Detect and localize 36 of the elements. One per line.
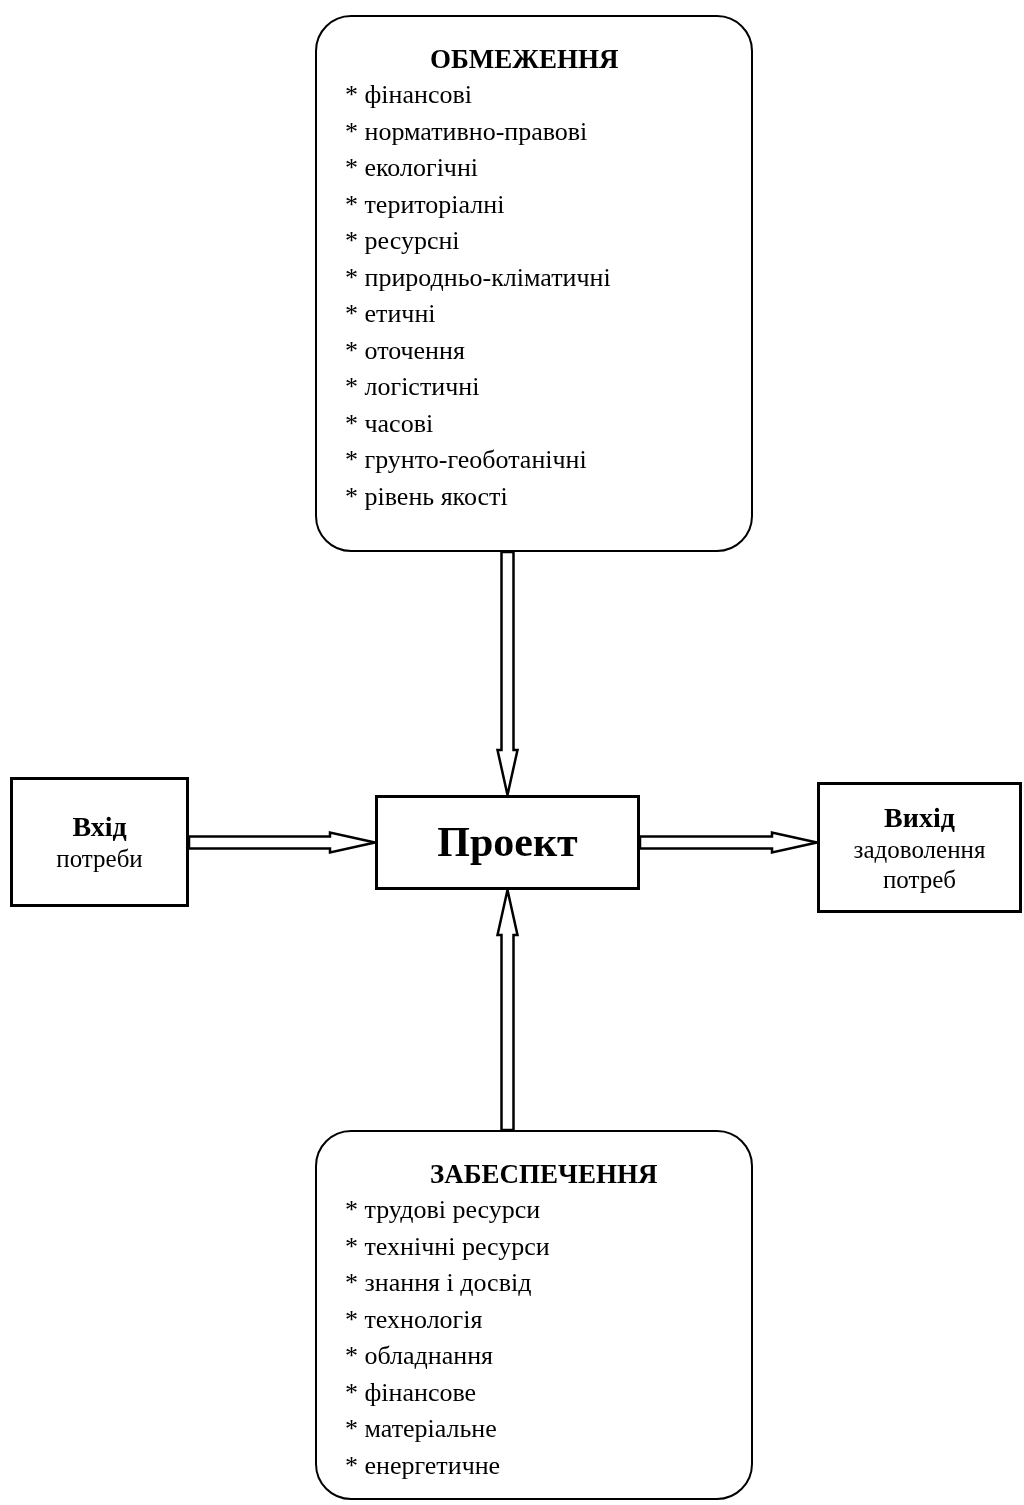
list-item: * знання і досвід [345, 1267, 532, 1299]
list-item: * екологічні [345, 152, 479, 184]
list-item: * технічні ресурси [345, 1230, 550, 1263]
rounded-box [315, 15, 753, 552]
rounded-box [315, 1130, 753, 1500]
list-item: * обладнання [345, 1340, 494, 1372]
box-text: потреби [56, 844, 143, 874]
list-item: * логістичні [345, 371, 480, 403]
box-heading: ЗАБЕСПЕЧЕННЯ [430, 1158, 658, 1191]
list-item: * грунто-геоботанічні [345, 444, 587, 476]
list-item: * матеріальне [345, 1413, 497, 1445]
hollow-arrow [187, 830, 377, 855]
list-item: * часові [345, 407, 434, 440]
list-item: * природньо-кліматичні [345, 261, 611, 294]
list-item: * рівень якості [345, 480, 508, 513]
box-heading: Вихід [884, 800, 955, 835]
io-box [10, 777, 189, 907]
box-heading: ОБМЕЖЕННЯ [430, 43, 619, 76]
hollow-arrow [495, 550, 520, 797]
hollow-arrow [495, 888, 520, 1132]
box-text: задоволення потреб [852, 834, 987, 895]
process-box [375, 795, 640, 890]
box-title: Проект [437, 818, 578, 867]
list-item: * фінансові [345, 79, 472, 111]
list-item: * фінансове [345, 1376, 477, 1409]
io-box [817, 782, 1022, 913]
list-item: * оточення [345, 334, 465, 367]
box-heading: Вхід [72, 810, 127, 844]
list-item: * ресурсні [345, 225, 460, 257]
list-item: * нормативно-правові [345, 115, 588, 148]
list-item: * етичні [345, 298, 436, 330]
list-item: * енергетичне [345, 1449, 501, 1482]
list-item: * технологія [345, 1303, 483, 1336]
list-item: * трудові ресурси [345, 1194, 541, 1226]
list-item: * територіалні [345, 188, 505, 221]
hollow-arrow [638, 830, 819, 855]
